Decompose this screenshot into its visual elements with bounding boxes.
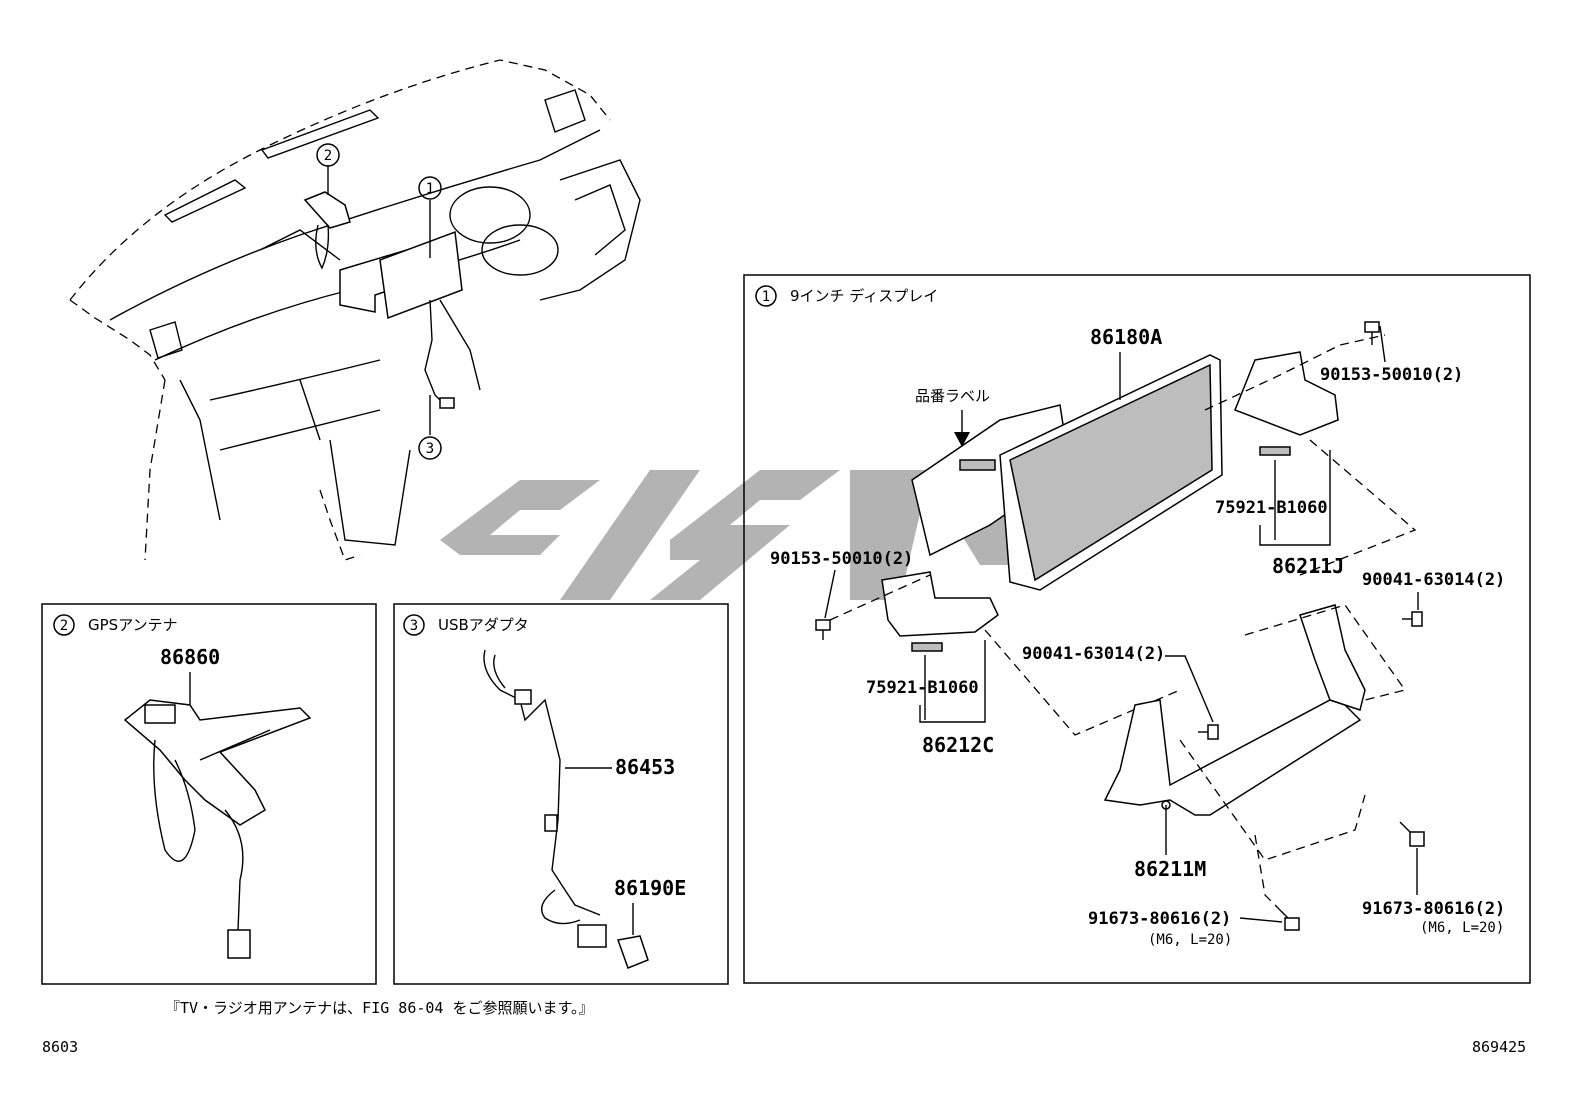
leader-90041-center — [1165, 655, 1214, 723]
label-arrow-head — [954, 432, 970, 447]
callout-3-label: 3 — [426, 441, 434, 457]
bracket-line-86211J — [1259, 450, 1331, 546]
gps-antenna-drawing — [123, 699, 312, 959]
part-86453: 86453 — [615, 755, 675, 779]
bolt-right-upper-icon — [1402, 611, 1423, 627]
part-75921-left: 75921-B1060 — [866, 678, 979, 698]
bolt-center-icon — [1198, 724, 1219, 740]
part-86860: 86860 — [160, 645, 220, 669]
figure-number-right: 869425 — [1472, 1038, 1526, 1056]
panel-gps-callout-circle — [53, 614, 75, 636]
panel-gps-frame — [41, 603, 377, 985]
panel-display-frame — [743, 274, 1531, 984]
part-91673-right: 91673-80616(2) — [1362, 899, 1505, 919]
bolt-bottom-right-icon — [1399, 821, 1425, 847]
bracket-right-drawing — [1234, 351, 1339, 456]
part-91673-center: 91673-80616(2) — [1088, 909, 1231, 929]
callout-2-label: 2 — [324, 148, 332, 164]
part-86190E: 86190E — [614, 876, 686, 900]
part-90153-left: 90153-50010(2) — [770, 549, 913, 569]
leader-screw-top-right — [1379, 325, 1386, 363]
panel-usb-frame — [393, 603, 729, 985]
bracket-left-drawing — [881, 571, 999, 652]
callout-3-circle — [418, 436, 442, 460]
leader-91673-center — [1239, 917, 1283, 923]
part-86212C: 86212C — [922, 733, 994, 757]
callout-1-circle — [418, 176, 442, 200]
usb-cable-drawing — [483, 649, 649, 969]
callout-2-circle — [316, 143, 340, 167]
display-unit-drawing — [911, 354, 1223, 591]
footnote: 『TV・ラジオ用アンテナは、FIG 86-04 をご参照願います。』 — [165, 999, 593, 1017]
dashboard-overview-drawing — [69, 59, 641, 561]
panel-usb-callout-circle — [403, 614, 425, 636]
panel-display-callout-circle — [755, 285, 777, 307]
panel-display-callout-label: 1 — [762, 289, 770, 305]
part-90041-right: 90041-63014(2) — [1362, 570, 1505, 590]
part-86211J: 86211J — [1272, 554, 1344, 578]
mark-86211M — [1161, 800, 1171, 810]
screw-left-icon — [815, 619, 831, 640]
bolt-bottom-center-icon — [1279, 909, 1300, 931]
bracket-bottom-drawing — [1103, 604, 1366, 816]
spec-91673-right: (M6, L=20) — [1420, 920, 1504, 936]
panel-usb-callout-label: 3 — [410, 618, 418, 634]
part-86180A: 86180A — [1090, 325, 1162, 349]
screw-top-right-icon — [1364, 321, 1380, 345]
bracket-line-86212C — [919, 640, 986, 723]
leader-screw-left — [824, 569, 836, 619]
part-86211M: 86211M — [1134, 857, 1206, 881]
panel-display-title: 9インチ ディスプレイ — [790, 287, 938, 305]
panel-usb-title: USBアダプタ — [438, 616, 529, 634]
callout-1-label: 1 — [426, 181, 434, 197]
part-90153-top: 90153-50010(2) — [1320, 365, 1463, 385]
part-75921-right: 75921-B1060 — [1215, 498, 1328, 518]
spec-91673-center: (M6, L=20) — [1148, 932, 1232, 948]
figure-number-left: 8603 — [42, 1038, 78, 1056]
panel-gps-callout-label: 2 — [60, 618, 68, 634]
part-90041-center: 90041-63014(2) — [1022, 644, 1165, 664]
panel-gps-title: GPSアンテナ — [88, 616, 178, 634]
label-tag-text: 品番ラベル — [915, 387, 990, 405]
